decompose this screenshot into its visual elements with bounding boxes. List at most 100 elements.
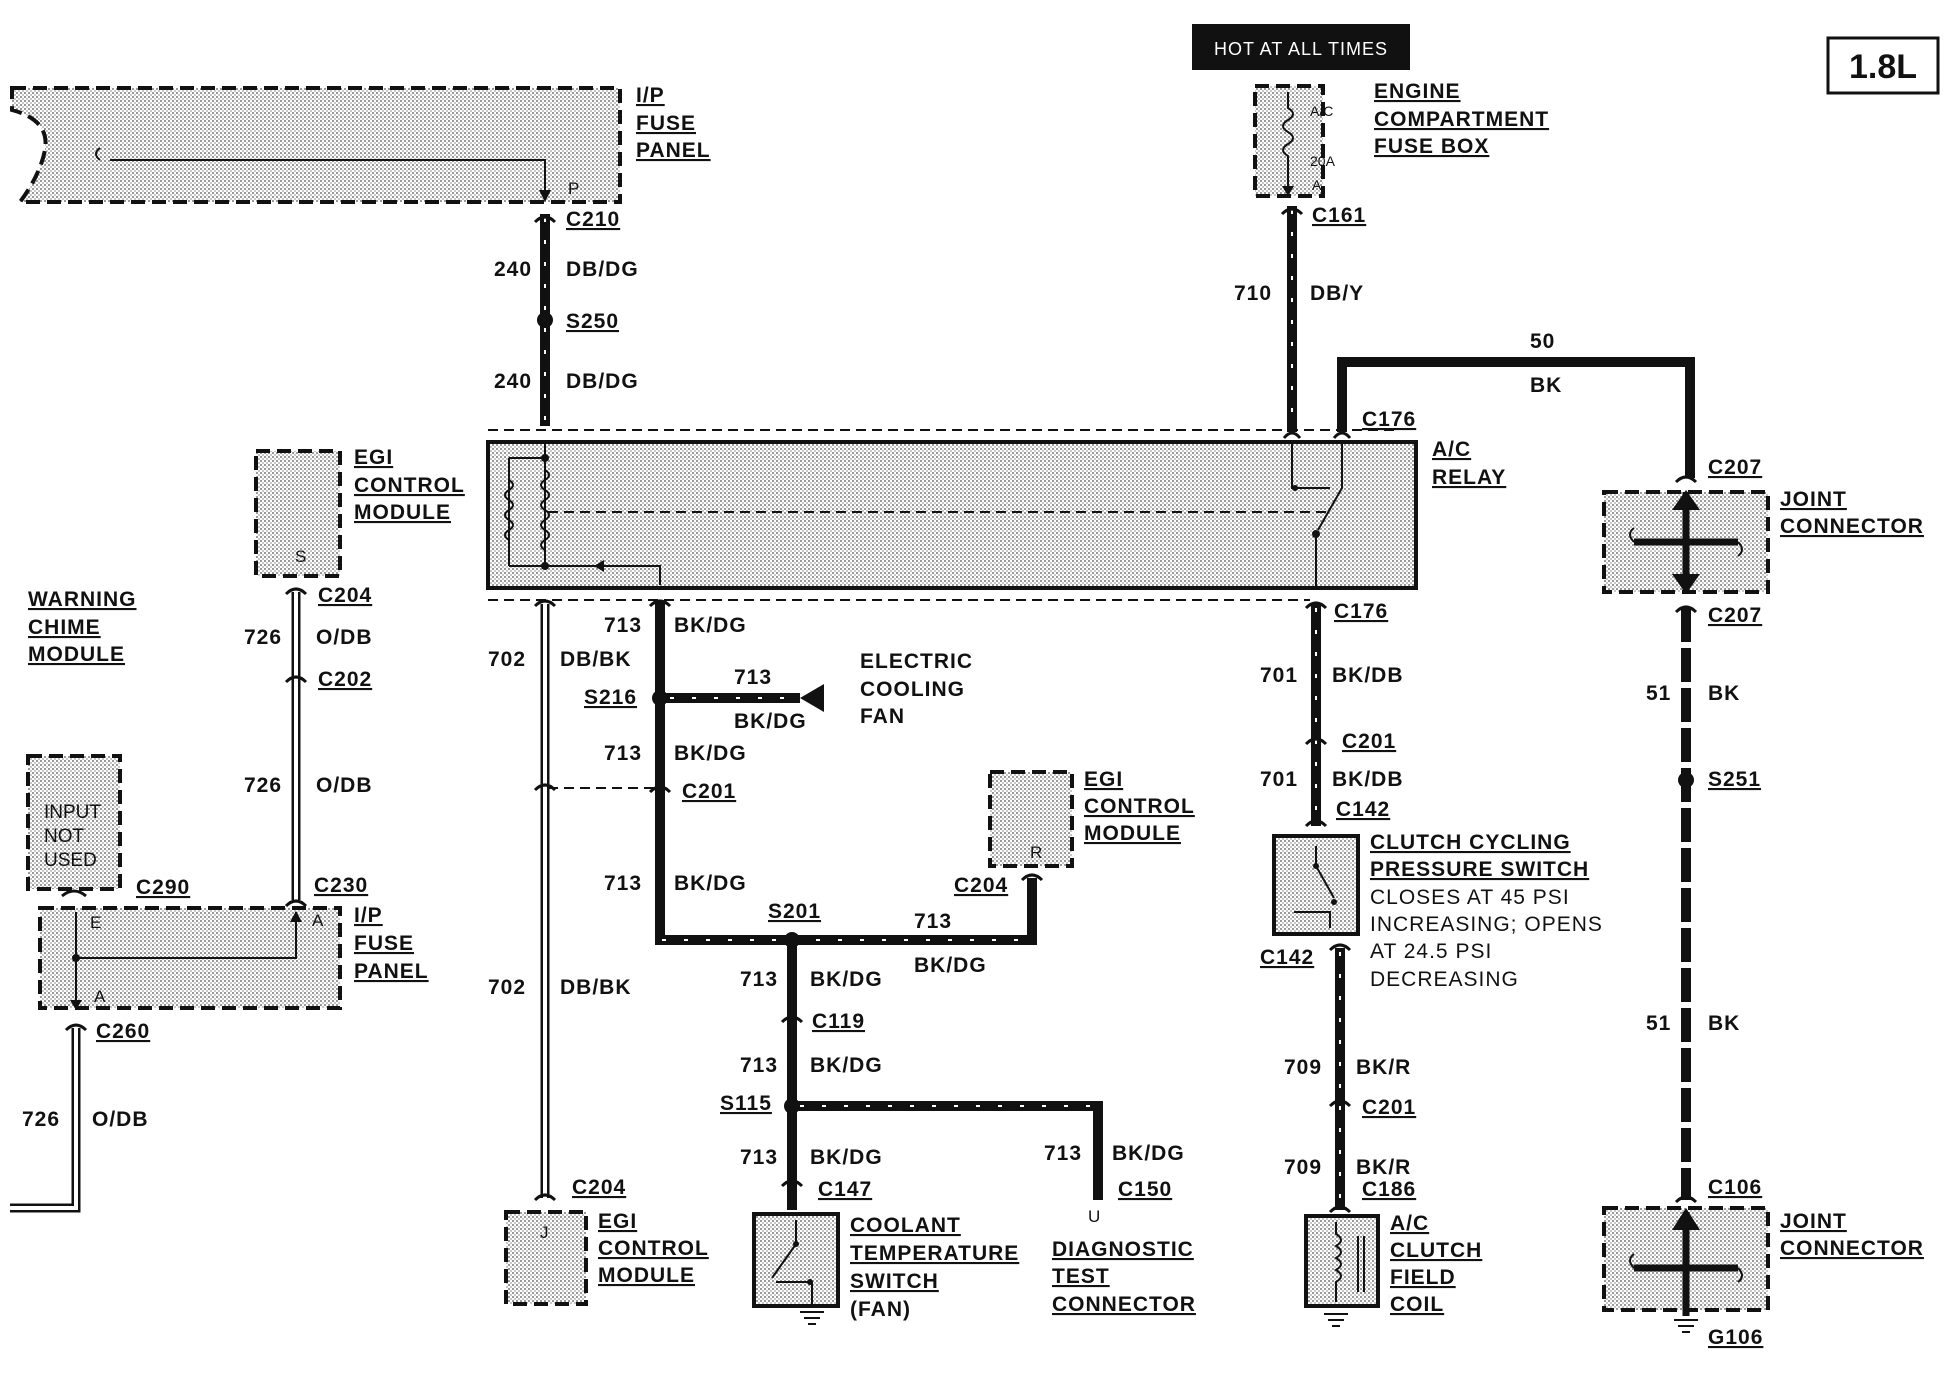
svg-text:709: 709 bbox=[1284, 1156, 1322, 1179]
svg-text:BK/DG: BK/DG bbox=[810, 1054, 883, 1077]
egi-tl-label-1: EGI bbox=[354, 446, 393, 469]
svg-text:DB/DG: DB/DG bbox=[566, 370, 639, 393]
svg-text:S201: S201 bbox=[768, 900, 821, 923]
egi-control-module-mid: R bbox=[988, 770, 1074, 868]
egi-tl-label-2: CONTROL bbox=[354, 474, 465, 497]
egi-bottom-label-1: EGI bbox=[598, 1210, 637, 1233]
svg-text:713: 713 bbox=[740, 1054, 778, 1077]
ip-fuse-panel-top-label-1: I/P bbox=[636, 84, 665, 107]
joint-connector-top bbox=[1602, 490, 1770, 594]
wire-240 bbox=[537, 214, 553, 426]
ac-clutch-label-2: CLUTCH bbox=[1390, 1239, 1482, 1262]
ip-fuse-panel-top-label-2: FUSE bbox=[636, 112, 696, 135]
clutch-note-3: AT 24.5 PSI bbox=[1370, 940, 1492, 963]
svg-text:C142: C142 bbox=[1260, 946, 1314, 969]
svg-text:C161: C161 bbox=[1312, 204, 1366, 227]
svg-text:713: 713 bbox=[1044, 1142, 1082, 1165]
svg-text:702: 702 bbox=[488, 648, 526, 671]
svg-text:713: 713 bbox=[604, 872, 642, 895]
svg-text:USED: USED bbox=[44, 850, 97, 871]
svg-text:710: 710 bbox=[1234, 282, 1272, 305]
svg-text:709: 709 bbox=[1284, 1056, 1322, 1079]
wire-726 bbox=[10, 592, 301, 1213]
engine-compartment-fuse-box: A/C 20A A bbox=[1253, 84, 1336, 198]
svg-text:BK/DB: BK/DB bbox=[1332, 664, 1404, 687]
svg-text:HOT AT ALL TIMES: HOT AT ALL TIMES bbox=[1214, 39, 1388, 59]
joint-bottom-label-2: CONNECTOR bbox=[1780, 1237, 1924, 1260]
engine-badge: 1.8L bbox=[1826, 36, 1940, 95]
svg-text:C176: C176 bbox=[1334, 600, 1388, 623]
egi-mid-label-2: CONTROL bbox=[1084, 795, 1195, 818]
svg-text:BK/DG: BK/DG bbox=[734, 710, 807, 733]
ip-fuse-bottom-label-3: PANEL bbox=[354, 960, 429, 983]
coolant-temperature-switch bbox=[752, 1212, 840, 1325]
engine-fuse-label-2: COMPARTMENT bbox=[1374, 108, 1549, 131]
svg-text:DB/DG: DB/DG bbox=[566, 258, 639, 281]
svg-text:C201: C201 bbox=[682, 780, 736, 803]
svg-text:C186: C186 bbox=[1362, 1178, 1416, 1201]
svg-text:BK/R: BK/R bbox=[1356, 1156, 1411, 1179]
fan-label-1: ELECTRIC bbox=[860, 650, 973, 673]
wire-50 bbox=[1337, 357, 1695, 478]
svg-text:713: 713 bbox=[740, 1146, 778, 1169]
ac-relay-label-1: A/C bbox=[1432, 438, 1471, 461]
svg-text:C210: C210 bbox=[566, 208, 620, 231]
svg-text:C230: C230 bbox=[314, 874, 368, 897]
svg-text:BK/DG: BK/DG bbox=[674, 614, 747, 637]
svg-text:20A: 20A bbox=[1310, 153, 1336, 169]
svg-text:701: 701 bbox=[1260, 664, 1298, 687]
wire-702 bbox=[540, 604, 658, 1198]
svg-text:713: 713 bbox=[734, 666, 772, 689]
svg-text:NOT: NOT bbox=[44, 826, 85, 847]
svg-text:C204: C204 bbox=[954, 874, 1008, 897]
joint-top-label-1: JOINT bbox=[1780, 488, 1847, 511]
svg-text:BK: BK bbox=[1708, 682, 1740, 705]
svg-text:INPUT: INPUT bbox=[44, 802, 101, 823]
diagnostic-test-connector: U bbox=[1088, 1207, 1100, 1226]
svg-text:A: A bbox=[94, 987, 106, 1006]
diag-label-2: TEST bbox=[1052, 1265, 1110, 1288]
svg-text:R: R bbox=[1030, 843, 1042, 862]
egi-bottom-label-2: CONTROL bbox=[598, 1237, 709, 1260]
svg-text:713: 713 bbox=[740, 968, 778, 991]
svg-text:BK/DG: BK/DG bbox=[674, 872, 747, 895]
svg-text:O/DB: O/DB bbox=[92, 1108, 149, 1131]
clutch-cycling-pressure-switch bbox=[1272, 834, 1360, 936]
svg-text:DB/Y: DB/Y bbox=[1310, 282, 1364, 305]
ground-symbols bbox=[1674, 1319, 1698, 1333]
svg-text:S216: S216 bbox=[584, 686, 637, 709]
warning-chime-label-1: WARNING bbox=[28, 588, 137, 611]
svg-text:726: 726 bbox=[244, 774, 282, 797]
ip-fuse-panel-bottom: E A A bbox=[38, 906, 342, 1010]
svg-text:DB/BK: DB/BK bbox=[560, 648, 632, 671]
egi-bottom-label-3: MODULE bbox=[598, 1264, 695, 1287]
electric-cooling-fan-symbol bbox=[800, 684, 824, 712]
svg-text:51: 51 bbox=[1646, 1012, 1671, 1035]
svg-text:713: 713 bbox=[604, 742, 642, 765]
svg-text:S: S bbox=[295, 547, 306, 566]
svg-text:BK/DG: BK/DG bbox=[810, 968, 883, 991]
svg-text:701: 701 bbox=[1260, 768, 1298, 791]
svg-text:J: J bbox=[540, 1223, 549, 1242]
svg-text:O/DB: O/DB bbox=[316, 774, 373, 797]
coolant-label-3: SWITCH bbox=[850, 1270, 939, 1293]
egi-mid-label-3: MODULE bbox=[1084, 822, 1181, 845]
svg-text:BK: BK bbox=[1530, 374, 1562, 397]
egi-control-module-bottom: J bbox=[504, 1210, 588, 1306]
svg-text:E: E bbox=[90, 913, 101, 932]
svg-text:240: 240 bbox=[494, 258, 532, 281]
svg-text:240: 240 bbox=[494, 370, 532, 393]
ip-fuse-bottom-label-2: FUSE bbox=[354, 932, 414, 955]
fan-label-2: COOLING bbox=[860, 678, 965, 701]
diag-label-3: CONNECTOR bbox=[1052, 1293, 1196, 1316]
ac-relay bbox=[486, 429, 1418, 601]
svg-text:C204: C204 bbox=[572, 1176, 626, 1199]
svg-text:C201: C201 bbox=[1362, 1096, 1416, 1119]
engine-fuse-label-1: ENGINE bbox=[1374, 80, 1461, 103]
svg-text:713: 713 bbox=[914, 910, 952, 933]
coolant-label-4: (FAN) bbox=[850, 1298, 911, 1321]
diag-label-1: DIAGNOSTIC bbox=[1052, 1238, 1194, 1261]
fan-label-3: FAN bbox=[860, 705, 905, 728]
svg-text:BK/R: BK/R bbox=[1356, 1056, 1411, 1079]
